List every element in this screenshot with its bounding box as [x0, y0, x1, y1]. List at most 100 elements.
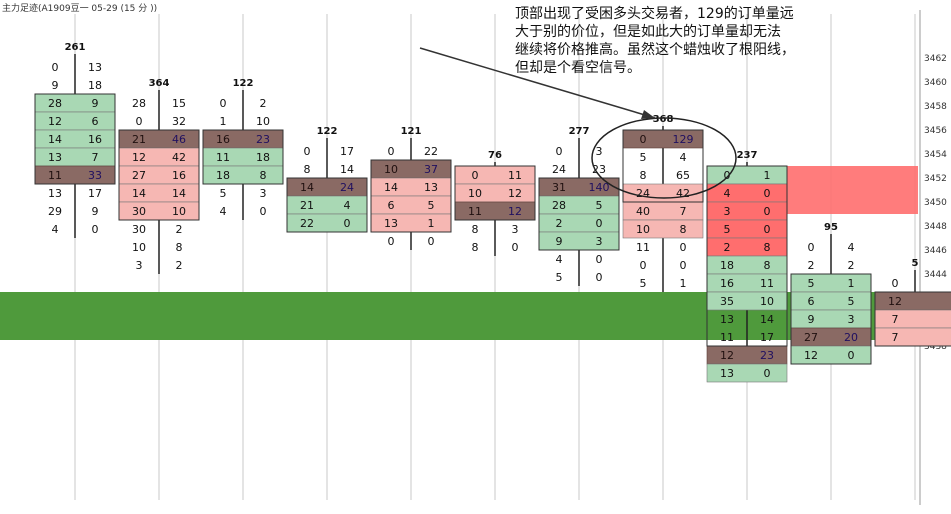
footprint-cell [454, 165, 536, 185]
ask-volume: 37 [424, 163, 438, 176]
footprint-cell [118, 147, 200, 167]
price-tick: 3454 [924, 150, 947, 160]
bid-volume: 27 [804, 331, 818, 344]
footprint-cell [538, 195, 620, 215]
footprint-cell [706, 291, 788, 311]
bid-volume: 4 [724, 187, 731, 200]
chart-title: 主力足迹(A1909豆一 05-29 (15 分 )) [2, 4, 158, 14]
bid-volume: 10 [636, 223, 650, 236]
bid-volume: 13 [720, 313, 734, 326]
ask-volume: 9 [92, 97, 99, 110]
bid-volume: 22 [300, 217, 314, 230]
bid-volume: 8 [472, 223, 479, 236]
footprint-cell [370, 159, 452, 179]
footprint-cell [706, 345, 788, 365]
bid-volume: 5 [556, 271, 563, 284]
ask-volume: 17 [340, 145, 354, 158]
footprint-cell [370, 195, 452, 215]
footprint-cell [622, 183, 704, 203]
ask-volume: 7 [92, 151, 99, 164]
ask-volume: 0 [344, 217, 351, 230]
footprint-cell [118, 183, 200, 203]
bid-volume: 18 [216, 169, 230, 182]
trapped-longs-ellipse [591, 117, 737, 199]
ask-volume: 16 [172, 169, 186, 182]
bid-volume: 16 [216, 133, 230, 146]
ask-volume: 23 [256, 133, 270, 146]
bid-volume: 12 [804, 349, 818, 362]
footprint-cell [34, 111, 116, 131]
ask-volume: 33 [88, 169, 102, 182]
ask-volume: 65 [676, 169, 690, 182]
ask-volume: 1 [764, 169, 771, 182]
ask-volume: 14 [340, 163, 354, 176]
footprint-cell [118, 129, 200, 149]
footprint-cell [286, 213, 368, 233]
ask-volume: 0 [260, 205, 267, 218]
ask-volume: 32 [172, 115, 186, 128]
ask-volume: 1 [848, 277, 855, 290]
ask-volume: 16 [88, 133, 102, 146]
bid-volume: 8 [640, 169, 647, 182]
ask-volume: 11 [760, 277, 774, 290]
ask-volume: 6 [92, 115, 99, 128]
bid-volume: 16 [720, 277, 734, 290]
footprint-cell [874, 327, 951, 347]
bid-volume: 14 [132, 187, 146, 200]
ask-volume: 0 [848, 349, 855, 362]
footprint-cell [34, 147, 116, 167]
ask-volume: 18 [256, 151, 270, 164]
bid-volume: 13 [48, 151, 62, 164]
ask-volume: 0 [764, 367, 771, 380]
candle-total: 5 [912, 258, 919, 269]
ask-volume: 18 [88, 79, 102, 92]
bid-volume: 0 [52, 61, 59, 74]
bid-volume: 3 [136, 259, 143, 272]
ask-volume: 13 [424, 181, 438, 194]
bid-volume: 0 [388, 145, 395, 158]
footprint-cell [118, 165, 200, 185]
ask-volume: 7 [680, 205, 687, 218]
ask-volume: 15 [172, 97, 186, 110]
bid-volume: 9 [556, 235, 563, 248]
ask-volume: 0 [764, 223, 771, 236]
footprint-cell [202, 129, 284, 149]
bid-volume: 11 [636, 241, 650, 254]
footprint-cell [706, 219, 788, 239]
ask-volume: 2 [260, 97, 267, 110]
bid-volume: 13 [48, 187, 62, 200]
bid-volume: 28 [48, 97, 62, 110]
ask-volume: 1 [428, 217, 435, 230]
bid-volume: 12 [132, 151, 146, 164]
footprint-cell [790, 309, 872, 329]
bid-volume: 28 [552, 199, 566, 212]
candle-total: 277 [569, 126, 590, 137]
bid-volume: 0 [892, 277, 899, 290]
ask-volume: 42 [676, 187, 690, 200]
bid-volume: 14 [48, 133, 62, 146]
candle-total: 122 [233, 78, 254, 89]
bid-volume: 6 [388, 199, 395, 212]
bid-volume: 0 [388, 235, 395, 248]
ask-volume: 3 [596, 145, 603, 158]
ask-volume: 12 [508, 187, 522, 200]
footprint-cell [706, 237, 788, 257]
ask-volume: 24 [340, 181, 354, 194]
footprint-cell [286, 195, 368, 215]
bid-volume: 2 [724, 241, 731, 254]
ask-volume: 4 [848, 241, 855, 254]
ask-volume: 4 [344, 199, 351, 212]
bid-volume: 0 [556, 145, 563, 158]
ask-volume: 0 [680, 259, 687, 272]
ask-volume: 140 [589, 181, 610, 194]
bid-volume: 13 [384, 217, 398, 230]
bid-volume: 6 [808, 295, 815, 308]
ask-volume: 10 [760, 295, 774, 308]
annotation-line: 大于别的价位，但是如此大的订单量却无法 [515, 24, 781, 40]
price-tick: 3446 [924, 246, 947, 256]
ask-volume: 17 [88, 187, 102, 200]
annotation-line: 但却是个看空信号。 [515, 60, 641, 76]
bid-volume: 0 [640, 133, 647, 146]
price-tick: 3450 [924, 198, 947, 208]
